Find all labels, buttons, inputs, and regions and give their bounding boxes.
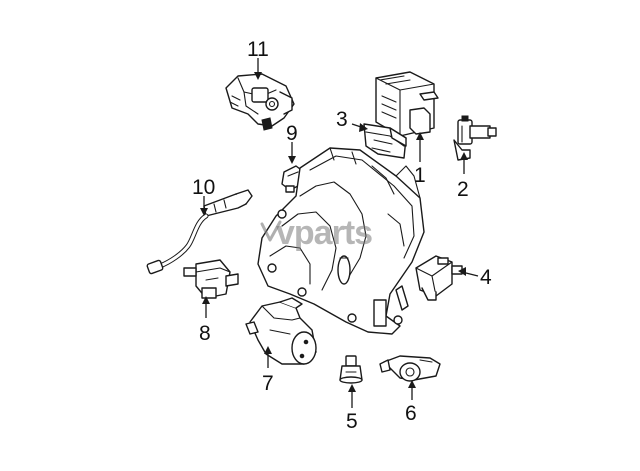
part-5-check-valve	[339, 355, 363, 384]
part-2-vacuum-valve	[453, 115, 497, 161]
part-7-purge-solenoid	[245, 297, 317, 365]
part-4-solenoid	[415, 255, 463, 301]
callout-11: 11	[247, 38, 269, 61]
part-6-sensor	[379, 355, 441, 382]
part-8-solenoid-valve	[183, 259, 239, 299]
callout-2: 2	[457, 178, 469, 201]
intake-manifold	[257, 147, 425, 335]
watermark: vparts	[260, 214, 373, 252]
callout-1: 1	[414, 164, 426, 187]
callout-5: 5	[346, 410, 358, 433]
part-11-throttle-assembly	[225, 73, 295, 131]
callout-leaders	[200, 58, 479, 408]
part-1-control-box	[375, 71, 439, 137]
callout-9: 9	[286, 122, 298, 145]
callout-7: 7	[262, 372, 274, 395]
callout-labels: 11 3 1 2 9 10 4 8 7 5 6	[192, 38, 492, 433]
callout-6: 6	[405, 402, 417, 425]
callout-8: 8	[199, 322, 211, 345]
part-10-hose	[146, 189, 253, 275]
part-3-connector	[363, 123, 407, 159]
callout-10: 10	[192, 176, 215, 199]
callout-4: 4	[480, 266, 492, 289]
watermark-text: vparts	[276, 214, 372, 252]
callout-3: 3	[336, 108, 348, 131]
